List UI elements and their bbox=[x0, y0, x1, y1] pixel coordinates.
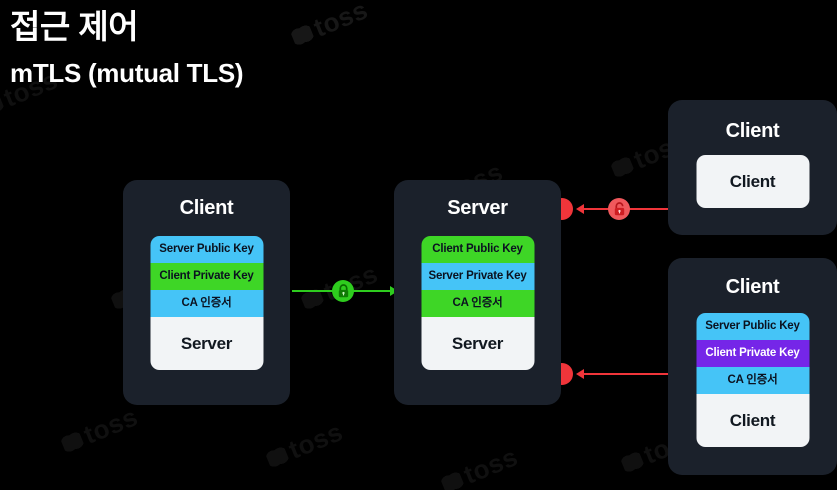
toss-mark-icon bbox=[264, 443, 291, 470]
card-bottom-right-client[interactable]: Client Server Public Key Client Private … bbox=[668, 258, 837, 475]
card-top-right-client[interactable]: Client Client bbox=[668, 100, 837, 235]
key-row-server-public-key: Server Public Key bbox=[150, 236, 263, 263]
lock-closed-icon bbox=[332, 280, 354, 302]
toss-mark-icon bbox=[439, 468, 466, 490]
card-left-client[interactable]: Client Server Public Key Client Private … bbox=[123, 180, 290, 405]
toss-mark-icon bbox=[609, 153, 636, 180]
key-row-server-public-key: Server Public Key bbox=[696, 313, 809, 340]
card-center-server-key-stack: Client Public Key Server Private Key CA … bbox=[421, 236, 534, 370]
connector-bottom-client-to-server-line bbox=[583, 373, 669, 375]
page-subtitle: mTLS (mutual TLS) bbox=[10, 58, 244, 89]
card-left-client-title: Client bbox=[179, 197, 234, 219]
watermark: toss bbox=[437, 441, 522, 490]
card-bottom-right-client-title: Client bbox=[725, 276, 780, 298]
card-center-server-endcap: Server bbox=[421, 317, 534, 370]
toss-mark-icon bbox=[59, 428, 86, 455]
header: 접근 제어 mTLS (mutual TLS) bbox=[10, 6, 244, 91]
watermark: toss bbox=[262, 416, 347, 475]
card-top-right-client-title: Client bbox=[725, 120, 780, 142]
key-row-ca-certificate: CA 인증서 bbox=[696, 367, 809, 394]
watermark: toss bbox=[287, 0, 372, 53]
key-row-client-private-key: Client Private Key bbox=[150, 263, 263, 290]
card-left-client-endcap: Server bbox=[150, 317, 263, 370]
key-row-client-private-key: Client Private Key bbox=[696, 340, 809, 367]
page-title: 접근 제어 bbox=[10, 8, 139, 45]
card-bottom-right-client-key-stack: Server Public Key Client Private Key CA … bbox=[696, 313, 809, 447]
connector-top-client-to-server-arrowhead bbox=[576, 204, 584, 214]
lock-open-icon bbox=[608, 198, 630, 220]
card-top-right-client-endcap: Client bbox=[696, 155, 809, 208]
card-left-client-key-stack: Server Public Key Client Private Key CA … bbox=[150, 236, 263, 370]
toss-mark-icon bbox=[619, 448, 646, 475]
toss-mark-icon bbox=[289, 21, 316, 48]
connector-bottom-client-to-server-arrowhead bbox=[576, 369, 584, 379]
key-row-ca-certificate: CA 인증서 bbox=[421, 290, 534, 317]
key-row-ca-certificate: CA 인증서 bbox=[150, 290, 263, 317]
watermark: toss bbox=[57, 401, 142, 460]
key-row-server-private-key: Server Private Key bbox=[421, 263, 534, 290]
key-row-client-public-key: Client Public Key bbox=[421, 236, 534, 263]
card-bottom-right-client-endcap: Client bbox=[696, 394, 809, 447]
card-center-server[interactable]: Server Client Public Key Server Private … bbox=[394, 180, 561, 405]
card-center-server-title: Server bbox=[447, 197, 508, 219]
